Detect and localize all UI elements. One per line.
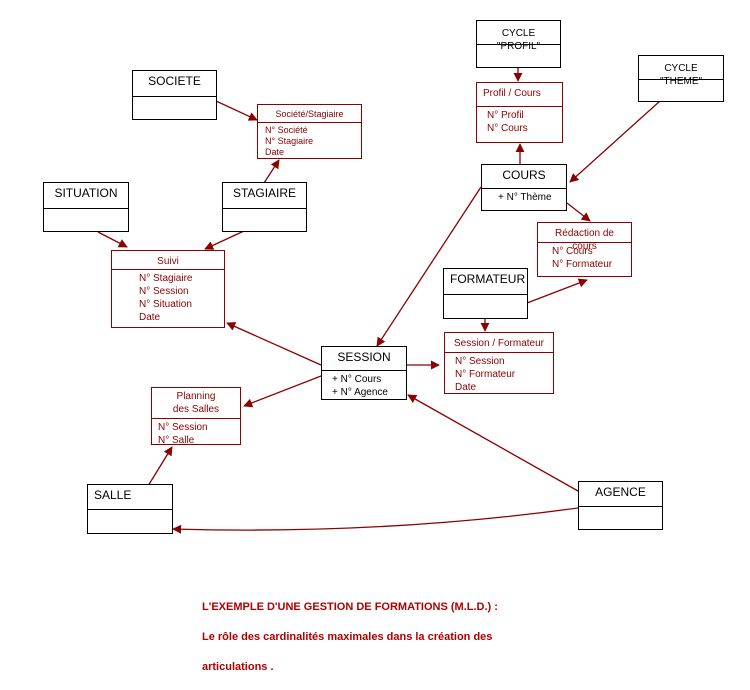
relation-title: Rédaction de cours bbox=[538, 223, 631, 252]
arrow-cours-to-redaction bbox=[566, 202, 591, 222]
relation-title: Session / Formateur bbox=[445, 333, 553, 353]
arrow-agence-to-session bbox=[407, 394, 579, 492]
arrows-layer bbox=[97, 68, 661, 534]
caption-line: L'EXEMPLE D'UNE GESTION DE FORMATIONS (M… bbox=[202, 601, 498, 613]
entity-formateur: FORMATEUR bbox=[443, 268, 528, 319]
attribute: Date bbox=[139, 312, 161, 323]
entity-title: SALLE bbox=[88, 485, 172, 510]
relation-planning-salles: Planning des Salles N° Session N° Salle bbox=[151, 387, 241, 447]
attribute: N° Profil bbox=[487, 110, 524, 121]
entity-attributes: + N° Cours + N° Agence bbox=[322, 371, 406, 399]
attribute: N° Session bbox=[139, 286, 189, 297]
relation-suivi: Suivi N° Stagiaire N° Session N° Situati… bbox=[111, 250, 225, 328]
arrow-cycle-theme-to-cours bbox=[569, 100, 661, 183]
attribute: N° Formateur bbox=[455, 369, 516, 380]
attribute: N° Cours bbox=[487, 123, 528, 134]
relation-profil-cours: Profil / Cours N° Profil N° Cours bbox=[476, 82, 563, 143]
arrow-cours-to-session bbox=[376, 186, 482, 347]
arrow-session-to-planning bbox=[243, 375, 322, 408]
relation-attributes: N° Cours N° Formateur bbox=[538, 243, 631, 271]
relation-societe-stagiaire: Société/Stagiaire N° Société N° Stagiair… bbox=[257, 104, 362, 159]
relation-attributes: N° Profil N° Cours bbox=[477, 107, 562, 135]
entity-cours: COURS + N° Thème bbox=[481, 164, 567, 211]
attribute: N° Formateur bbox=[552, 259, 613, 270]
entity-session: SESSION + N° Cours + N° Agence bbox=[321, 346, 407, 400]
caption-line: Le rôle des cardinalités maximales dans … bbox=[202, 631, 493, 643]
arrow-stagiaire-to-suivi bbox=[204, 230, 245, 250]
arrow-societe-to-societe-stagiaire bbox=[215, 100, 258, 121]
relation-attributes: N° Société N° Stagiaire Date bbox=[258, 123, 361, 158]
entity-cycle-profil: CYCLE "PROFIL" bbox=[476, 20, 561, 68]
attribute: + N° Agence bbox=[332, 387, 388, 398]
entity-title: AGENCE bbox=[579, 482, 662, 507]
caption-line: articulations . bbox=[202, 661, 274, 673]
entity-societe: SOCIETE bbox=[132, 70, 217, 120]
relation-redaction-cours: Rédaction de cours N° Cours N° Formateur bbox=[537, 222, 632, 277]
attribute: N° Société bbox=[265, 125, 308, 135]
entity-title: STAGIAIRE bbox=[223, 183, 306, 209]
entity-title: CYCLE "PROFIL" bbox=[477, 21, 560, 52]
entity-title: FORMATEUR bbox=[444, 269, 527, 295]
attribute: Date bbox=[265, 147, 285, 157]
attribute: + N° Thème bbox=[498, 192, 552, 203]
attribute: + N° Cours bbox=[332, 374, 382, 385]
entity-stagiaire: STAGIAIRE bbox=[222, 182, 307, 232]
attribute: N° Session bbox=[158, 422, 208, 433]
entity-situation: SITUATION bbox=[43, 182, 129, 232]
diagram-caption: L'EXEMPLE D'UNE GESTION DE FORMATIONS (M… bbox=[202, 585, 498, 690]
relation-attributes: N° Session N° Formateur Date bbox=[445, 353, 553, 394]
relation-title: Profil / Cours bbox=[477, 83, 562, 107]
entity-title: COURS bbox=[482, 165, 566, 189]
entity-title: SITUATION bbox=[44, 183, 128, 209]
relation-attributes: N° Session N° Salle bbox=[152, 419, 240, 447]
entity-title: SOCIETE bbox=[133, 71, 216, 97]
attribute: N° Stagiaire bbox=[139, 273, 193, 284]
attribute: N° Session bbox=[455, 356, 505, 367]
entity-attributes: + N° Thème bbox=[482, 189, 566, 204]
entity-title: CYCLE "THEME" bbox=[639, 56, 723, 87]
arrow-situation-to-suivi bbox=[97, 231, 128, 248]
attribute: N° Salle bbox=[158, 435, 195, 446]
arrow-stagiaire-to-societe-stagiaire bbox=[263, 159, 280, 184]
relation-attributes: N° Stagiaire N° Session N° Situation Dat… bbox=[112, 270, 224, 324]
entity-cycle-theme: CYCLE "THEME" bbox=[638, 55, 724, 102]
relation-title: Planning des Salles bbox=[152, 388, 240, 419]
relation-session-formateur: Session / Formateur N° Session N° Format… bbox=[444, 332, 554, 394]
arrow-agence-to-salle bbox=[172, 507, 579, 534]
relation-title: Société/Stagiaire bbox=[258, 105, 361, 123]
arrow-session-to-suivi bbox=[226, 322, 322, 366]
entity-title: SESSION bbox=[322, 347, 406, 371]
attribute: N° Situation bbox=[139, 299, 192, 310]
attribute: Date bbox=[455, 382, 477, 393]
arrow-formateur-to-redaction bbox=[526, 278, 588, 304]
attribute: N° Stagiaire bbox=[265, 136, 314, 146]
attribute: N° Cours bbox=[552, 246, 593, 257]
entity-agence: AGENCE bbox=[578, 481, 663, 530]
arrow-salle-to-planning bbox=[147, 446, 173, 487]
entity-salle: SALLE bbox=[87, 484, 173, 534]
relation-title: Suivi bbox=[112, 251, 224, 270]
